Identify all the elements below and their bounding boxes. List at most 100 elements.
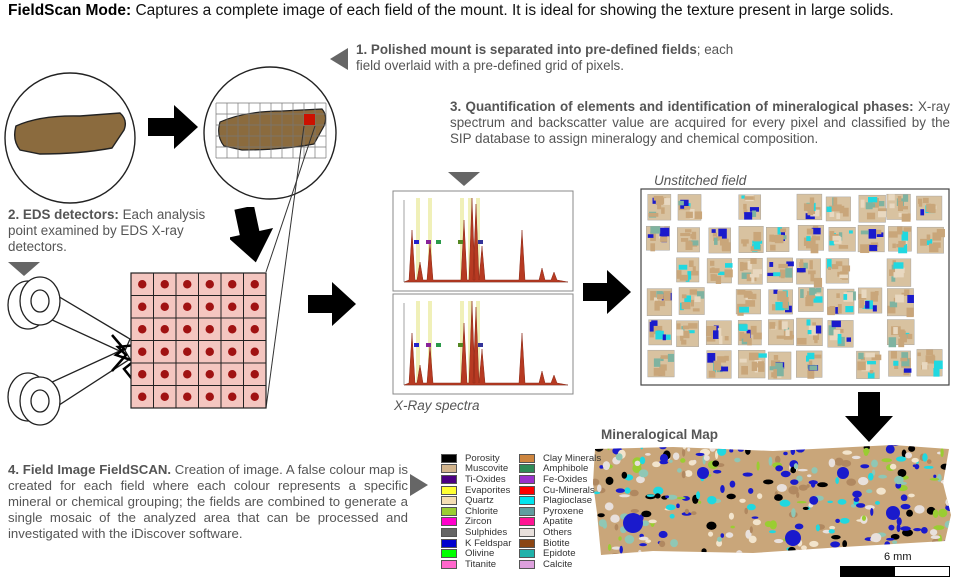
mineralogical-map-title: Mineralogical Map xyxy=(601,427,719,442)
step4-marker xyxy=(410,474,428,496)
legend-label: Cu-Minerals xyxy=(543,484,595,496)
step3-bold: 3. Quantification of elements and identi… xyxy=(450,99,914,114)
legend-swatch xyxy=(441,506,457,516)
legend-label: K Feldspar xyxy=(465,537,512,549)
legend-label: Muscovite xyxy=(465,463,509,475)
sample-shape xyxy=(13,112,127,155)
legend-swatch xyxy=(519,496,535,506)
legend-label: Olivine xyxy=(465,548,495,560)
legend-item: Muscovite xyxy=(441,463,531,475)
legend-item: Chlorite xyxy=(441,506,531,517)
legend-item: Porosity xyxy=(441,453,531,464)
legend-item: Quartz xyxy=(441,495,531,506)
step2-marker xyxy=(8,262,40,276)
legend-swatch xyxy=(441,527,457,537)
legend-label: Pyroxene xyxy=(543,505,584,517)
legend-swatch xyxy=(441,453,457,463)
legend-item: Titanite xyxy=(441,559,531,570)
unstitched-field xyxy=(640,188,950,386)
xray-spectra-panels xyxy=(392,190,574,395)
legend-label: Zircon xyxy=(465,516,492,528)
step4-bold: 4. Field Image FieldSCAN. xyxy=(8,462,172,477)
step1-text: 1. Polished mount is separated into pre-… xyxy=(356,42,751,74)
arrow-right-icon xyxy=(308,282,356,326)
selected-field xyxy=(304,114,315,125)
legend-label: Chlorite xyxy=(465,505,499,517)
legend-swatch xyxy=(441,485,457,495)
legend-label: Clay Minerals xyxy=(543,452,602,464)
mineralogical-map xyxy=(593,445,951,555)
legend-item: Plagioclase xyxy=(519,495,609,506)
legend-label: Evaporites xyxy=(465,484,511,496)
step1-marker xyxy=(330,48,348,70)
legend-swatch xyxy=(441,474,457,484)
eds-detectors xyxy=(7,276,137,426)
header-caption: FieldScan Mode: Captures a complete imag… xyxy=(8,2,953,20)
legend-swatch xyxy=(441,538,457,548)
step2-bold: 2. EDS detectors: xyxy=(8,207,119,222)
legend-item: Evaporites xyxy=(441,485,531,496)
legend-item: Others xyxy=(519,527,609,538)
step2-body: Each analysis point examined by EDS X-ra… xyxy=(8,207,206,254)
legend-label: Amphibole xyxy=(543,463,589,475)
legend-label: Porosity xyxy=(465,452,500,464)
legend-item: K Feldspar xyxy=(441,538,531,549)
legend-item: Clay Minerals xyxy=(519,453,609,464)
gridded-mount-circle xyxy=(203,66,337,200)
step1-body: ; each field overlaid with a pre-defined… xyxy=(356,42,734,73)
legend-swatch xyxy=(519,506,535,516)
legend-swatch xyxy=(519,474,535,484)
legend-label: Sulphides xyxy=(465,526,508,538)
legend-label: Calcite xyxy=(543,558,573,570)
arrow-down-icon xyxy=(230,207,274,263)
scale-bar-fill xyxy=(841,567,895,576)
legend-swatch xyxy=(441,517,457,527)
legend-item: Biotite xyxy=(519,538,609,549)
step2-text: 2. EDS detectors: Each analysis point ex… xyxy=(8,207,236,255)
xray-spectra-label: X-Ray spectra xyxy=(394,398,480,413)
legend-label: Ti-Oxides xyxy=(465,473,506,485)
step4-body: Creation of image. A false colour map is… xyxy=(8,462,408,541)
legend-item: Ti-Oxides xyxy=(441,474,531,485)
legend-swatch xyxy=(519,559,535,569)
legend-item: Fe-Oxides xyxy=(519,474,609,485)
legend-swatch xyxy=(441,496,457,506)
legend-swatch xyxy=(519,485,535,495)
header-text: Captures a complete image of each field … xyxy=(131,2,894,19)
step1-bold: 1. Polished mount is separated into pre-… xyxy=(356,42,697,57)
legend-swatch xyxy=(519,538,535,548)
legend-swatch xyxy=(519,517,535,527)
step3-text: 3. Quantification of elements and identi… xyxy=(450,99,950,147)
legend-label: Others xyxy=(543,526,572,538)
arrow-right-icon xyxy=(583,270,631,314)
legend-swatch xyxy=(519,464,535,474)
legend-swatch xyxy=(519,527,535,537)
arrow-right-icon xyxy=(148,105,198,149)
step3-marker xyxy=(448,172,480,186)
legend-item: Olivine xyxy=(441,548,531,559)
legend-swatch xyxy=(519,549,535,559)
legend-item: Zircon xyxy=(441,516,531,528)
scale-bar xyxy=(840,566,950,577)
legend-item: Epidote xyxy=(519,548,609,559)
legend-label: Fe-Oxides xyxy=(543,473,588,485)
legend-swatch xyxy=(441,549,457,559)
polished-mount-circle xyxy=(4,72,136,204)
legend-item: Amphibole xyxy=(519,463,609,475)
legend-label: Quartz xyxy=(465,495,494,507)
step4-text: 4. Field Image FieldSCAN. Creation of im… xyxy=(8,462,408,542)
legend-swatch xyxy=(441,464,457,474)
pixel-grid xyxy=(130,272,267,409)
legend-label: Biotite xyxy=(543,537,570,549)
legend-label: Titanite xyxy=(465,558,497,570)
arrow-down-icon xyxy=(845,392,893,442)
legend-label: Apatite xyxy=(543,516,573,528)
legend-item: Cu-Minerals xyxy=(519,485,609,496)
legend-label: Plagioclase xyxy=(543,495,593,507)
legend-item: Sulphides xyxy=(441,527,531,538)
step3-body: X-ray spectrum and backscatter value are… xyxy=(450,99,950,146)
